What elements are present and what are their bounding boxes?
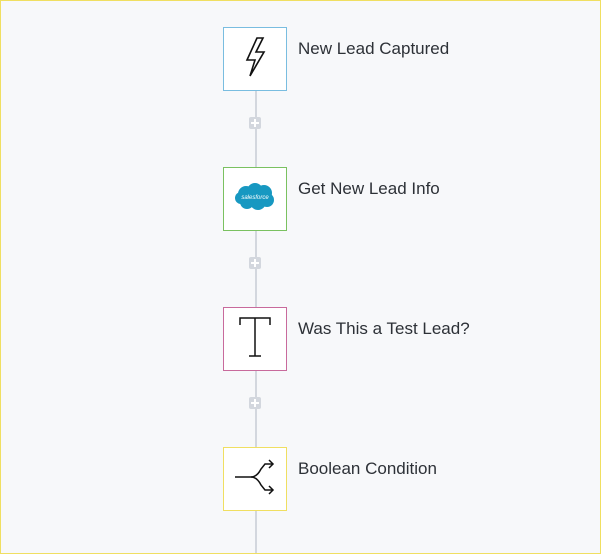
step-label[interactable]: Boolean Condition bbox=[298, 459, 437, 478]
text-t-icon bbox=[237, 315, 273, 364]
step-label[interactable]: Was This a Test Lead? bbox=[298, 319, 470, 338]
step-label[interactable]: Get New Lead Info bbox=[298, 179, 440, 198]
salesforce-logo-text: salesforce bbox=[241, 195, 269, 201]
step-node-was-this-a-test-lead[interactable] bbox=[223, 307, 287, 371]
plus-icon bbox=[251, 259, 259, 267]
step-label[interactable]: New Lead Captured bbox=[298, 39, 450, 58]
salesforce-logo-icon: salesforce bbox=[234, 182, 276, 217]
add-step-button[interactable] bbox=[249, 257, 261, 269]
step-node-get-new-lead-info[interactable]: salesforce bbox=[223, 167, 287, 231]
branch-split-icon bbox=[233, 458, 277, 500]
plus-icon bbox=[251, 399, 259, 407]
lightning-bolt-icon bbox=[243, 36, 267, 83]
add-step-button[interactable] bbox=[249, 117, 261, 129]
plus-icon bbox=[251, 119, 259, 127]
step-node-boolean-condition[interactable] bbox=[223, 447, 287, 511]
add-step-button[interactable] bbox=[249, 397, 261, 409]
step-node-new-lead-captured[interactable] bbox=[223, 27, 287, 91]
